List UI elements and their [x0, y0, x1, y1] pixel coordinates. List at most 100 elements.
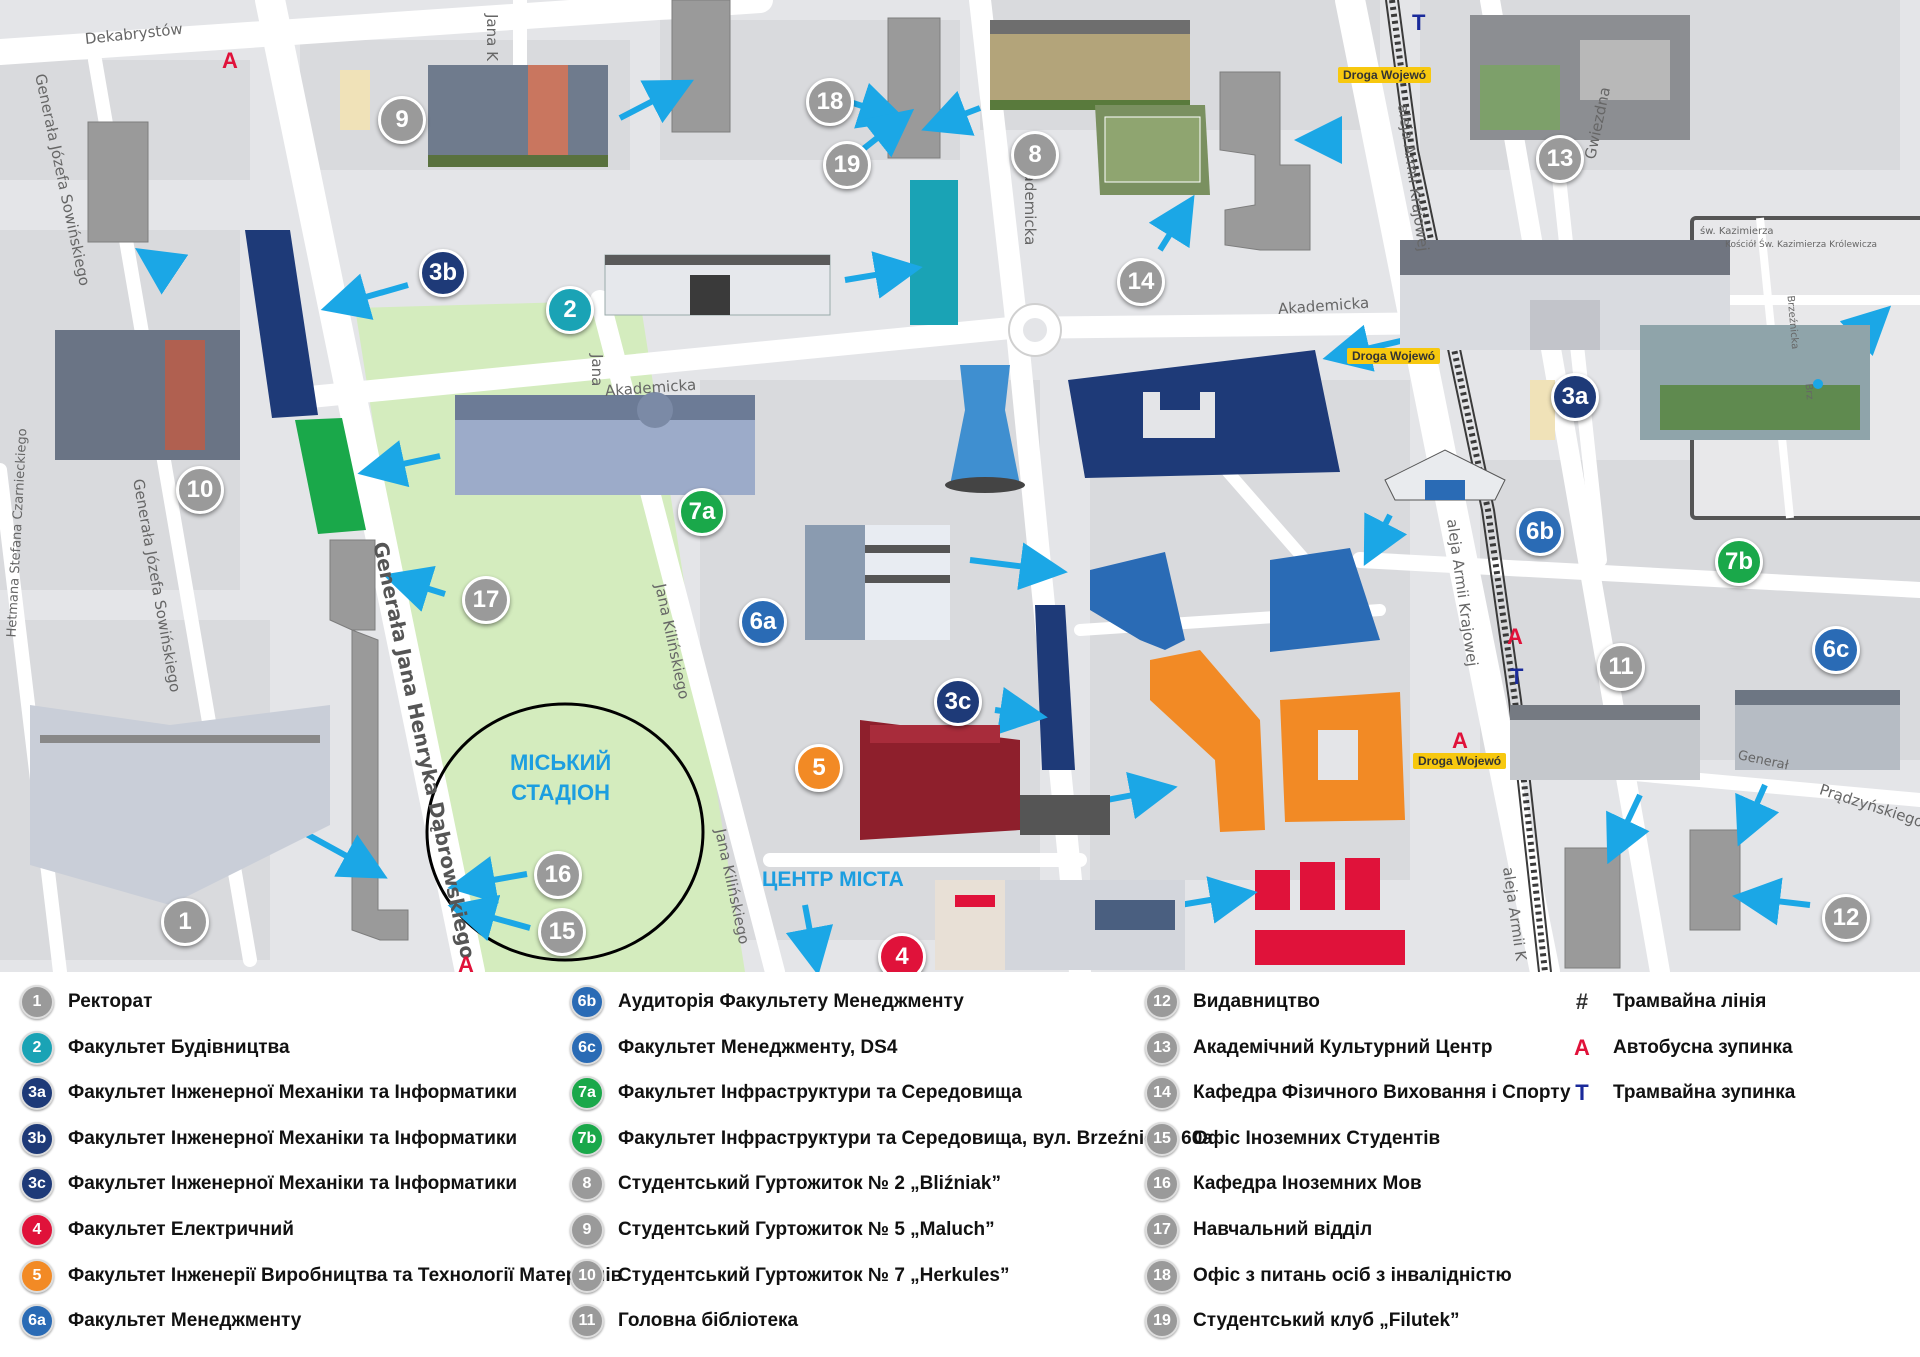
tram-stop-icon: T — [1510, 664, 1524, 689]
legend-bullet: 14 — [1145, 1076, 1179, 1111]
legend-text: Трамвайна зупинка — [1613, 1082, 1796, 1104]
marker-12[interactable]: 12 — [1822, 894, 1870, 942]
marker-6a[interactable]: 6a — [739, 598, 787, 646]
red-buildings — [1255, 858, 1405, 965]
marker-3c[interactable]: 3c — [934, 678, 982, 726]
legend-bullet: 4 — [20, 1213, 54, 1247]
legend-text: Студентський Гуртожиток № 7 „Herkules” — [618, 1264, 1010, 1286]
legend-key-item: #Трамвайна лінія — [1565, 982, 1766, 1022]
tram-stop-icon: T — [1412, 10, 1426, 35]
legend-text: Факультет Інженерії Виробництва та Техно… — [68, 1264, 623, 1286]
marker-10[interactable]: 10 — [176, 466, 224, 514]
legend-text: Студентський Гуртожиток № 5 „Maluch” — [618, 1219, 995, 1240]
bus-stop-icon: A — [1507, 624, 1523, 649]
legend-bullet: 10 — [570, 1258, 604, 1293]
legend-item: 6a Факультет Менеджменту — [20, 1301, 301, 1341]
legend-text: Офіс Іноземних Студентів — [1193, 1127, 1441, 1149]
marker-13[interactable]: 13 — [1536, 135, 1584, 183]
marker-19[interactable]: 19 — [823, 141, 871, 189]
legend-bullet: 6c — [570, 1030, 604, 1065]
legend-bullet: 7a — [570, 1076, 604, 1111]
stadium-oval — [425, 702, 705, 962]
marker-11[interactable]: 11 — [1597, 643, 1645, 691]
street-kazimierza: św. Kazimierza — [1700, 226, 1774, 237]
legend-text: Академічний Культурний Центр — [1193, 1036, 1493, 1058]
city-center-label: ЦЕНТР МІСТА — [762, 868, 904, 891]
legend-text: Навчальний відділ — [1193, 1219, 1373, 1240]
legend-item: 13 Академічний Культурний Центр — [1145, 1028, 1493, 1068]
legend-item: 18 Офіс з питань осіб з інвалідністю — [1145, 1256, 1512, 1296]
road-sign-2: Droga Wojewó — [1347, 348, 1441, 364]
legend-bullet: 13 — [1145, 1030, 1179, 1065]
legend-text: Аудиторія Факультету Менеджменту — [618, 991, 964, 1012]
street-jana-k-top: Jana K — [483, 14, 501, 61]
marker-1[interactable]: 1 — [161, 898, 209, 946]
legend-text: Факультет Інфраструктури та Середовища — [618, 1082, 1022, 1104]
marker-14[interactable]: 14 — [1117, 258, 1165, 306]
legend-item: 3b Факультет Інженерної Механіки та Інфор… — [20, 1119, 517, 1159]
road-sign-text: Droga Wojewó — [1343, 68, 1427, 82]
marker-6b[interactable]: 6b — [1516, 508, 1564, 556]
marker-7a[interactable]: 7a — [678, 488, 726, 536]
legend-bullet: 6b — [570, 985, 604, 1019]
bus-stop-icon: A — [222, 48, 238, 73]
stadium-label: МІСЬКИЙ СТАДІОН — [510, 750, 612, 805]
bus-stop-icon: A — [458, 952, 474, 972]
legend-item: 6c Факультет Менеджменту, DS4 — [570, 1028, 897, 1068]
marker-9[interactable]: 9 — [378, 96, 426, 144]
street-kosciol: Kościół Św. Kazimierza Królewicza — [1725, 240, 1878, 250]
legend-bullet: 19 — [1145, 1304, 1179, 1339]
legend-text: Трамвайна лінія — [1613, 991, 1767, 1012]
legend-item: 15 Офіс Іноземних Студентів — [1145, 1119, 1440, 1159]
marker-15[interactable]: 15 — [538, 908, 586, 956]
map-graphics — [0, 0, 1920, 972]
marker-3b[interactable]: 3b — [419, 249, 467, 297]
marker-17[interactable]: 17 — [462, 576, 510, 624]
legend-bullet: 9 — [570, 1213, 604, 1247]
street-jana-mid: Jana — [588, 354, 606, 387]
legend-text: Факультет Менеджменту, DS4 — [618, 1036, 898, 1058]
road-sign-1: Droga Wojewó — [1338, 67, 1432, 83]
marker-3a[interactable]: 3a — [1551, 373, 1599, 421]
legend-item: 5 Факультет Інженерії Виробництва та Техн… — [20, 1256, 622, 1296]
legend-text: Студентський клуб „Filutek” — [1193, 1310, 1460, 1332]
marker-7b[interactable]: 7b — [1715, 538, 1763, 586]
legend-text: Офіс з питань осіб з інвалідністю — [1193, 1264, 1512, 1286]
legend-item: 19 Студентський клуб „Filutek” — [1145, 1301, 1460, 1341]
legend-bullet: 18 — [1145, 1258, 1179, 1293]
legend-item: 3c Факультет Інженерної Механіки та Інфор… — [20, 1164, 517, 1204]
road-sign-3: Droga Wojewó — [1413, 753, 1507, 769]
legend-bullet: 3b — [20, 1121, 54, 1156]
legend-bullet: 15 — [1145, 1121, 1179, 1156]
legend-text: Факультет Інженерної Механіки та Інформа… — [68, 1127, 518, 1149]
legend-bullet: 1 — [20, 985, 54, 1019]
legend-text: Факультет Менеджменту — [68, 1310, 302, 1332]
legend-text: Видавництво — [1193, 991, 1320, 1012]
legend-text: Факультет Будівництва — [68, 1036, 290, 1058]
campus-map[interactable]: Dekabrystów Jana K Generała Józefa Sowiń… — [0, 0, 1920, 972]
marker-5[interactable]: 5 — [795, 744, 843, 792]
marker-2[interactable]: 2 — [546, 286, 594, 334]
arrows — [135, 79, 1892, 972]
legend-bullet: 5 — [20, 1258, 54, 1293]
marker-4[interactable]: 4 — [878, 933, 926, 972]
marker-6c[interactable]: 6c — [1812, 626, 1860, 674]
legend-bullet: 3c — [20, 1167, 54, 1202]
blue-buildings — [1090, 548, 1380, 652]
legend-bullet: 6a — [20, 1304, 54, 1339]
marker-18[interactable]: 18 — [806, 78, 854, 126]
legend-item: 6b Аудиторія Факультету Менеджменту — [570, 982, 964, 1022]
legend-text: Факультет Інженерної Механіки та Інформа… — [68, 1173, 518, 1195]
marker-8[interactable]: 8 — [1011, 131, 1059, 179]
marker-16[interactable]: 16 — [534, 851, 582, 899]
